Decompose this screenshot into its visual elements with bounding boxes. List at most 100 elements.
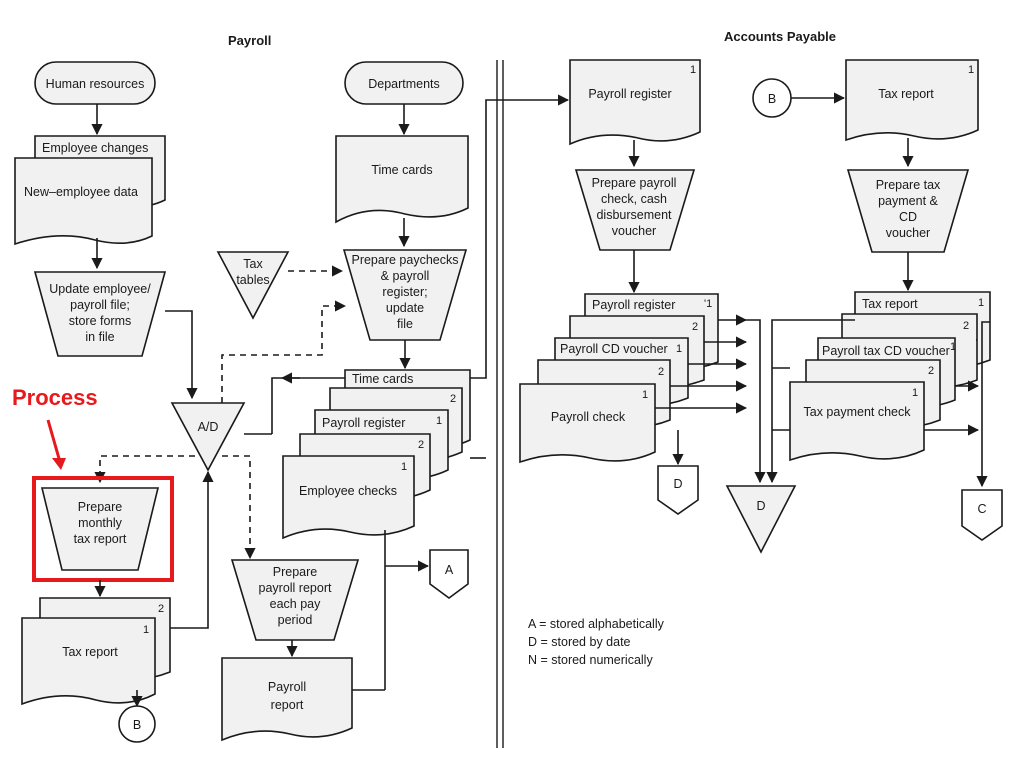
ap-tcd-num-2: 2 xyxy=(928,365,934,377)
ap-tr2-num-2: 2 xyxy=(963,320,969,332)
b-connector-left-label: B xyxy=(133,718,141,732)
ppr-label-3: each pay xyxy=(270,597,321,611)
ap-tr2-num-1: 1 xyxy=(978,297,984,309)
prepare-payroll-report-process xyxy=(230,559,360,641)
emp-checks-num-1: 1 xyxy=(401,461,407,473)
ap-tax-cd-voucher-label: Payroll tax CD voucher xyxy=(822,344,950,358)
ap-tax-payment-check-document xyxy=(789,381,925,462)
d-big-label: D xyxy=(756,499,765,513)
tax-report-left-num-2: 2 xyxy=(158,603,164,615)
tax-tables-file xyxy=(216,251,290,320)
ap-cd-num-1: 1 xyxy=(676,343,682,355)
accounts-payable-heading: Accounts Payable xyxy=(724,29,836,44)
update-employee-label-4: in file xyxy=(85,330,114,344)
c-offpage-label: C xyxy=(977,502,986,516)
d-small-offpage-connector xyxy=(657,465,699,515)
b-connector-right-label: B xyxy=(768,92,776,106)
ap-cd-num-2: 2 xyxy=(658,366,664,378)
payroll-report-label-1: Payroll xyxy=(268,680,306,694)
ad-label: A/D xyxy=(198,420,219,434)
ap-payroll-check-document xyxy=(519,383,656,464)
ap-tax-num-1: 1 xyxy=(968,64,974,76)
employee-checks-label: Employee checks xyxy=(299,484,397,498)
ap-payroll-cd-voucher-label: Payroll CD voucher xyxy=(560,342,668,356)
ap-ptp-label-1: Prepare tax xyxy=(876,178,941,192)
ap-prepare-tax-payment-process xyxy=(846,169,970,253)
tax-tables-label-2: tables xyxy=(236,273,269,287)
tax-report-left-label: Tax report xyxy=(62,645,118,659)
ap-payroll-check-label: Payroll check xyxy=(551,410,626,424)
tax-report-left-document xyxy=(21,617,156,706)
ap-ptp-label-3: CD xyxy=(899,210,917,224)
legend-item-n: N = stored numerically xyxy=(528,653,653,667)
a-offpage-connector xyxy=(429,549,469,599)
ap-pr2-num-2: 2 xyxy=(692,321,698,333)
tc-out-num-2: 2 xyxy=(450,393,456,405)
ap-ptp-label-4: voucher xyxy=(886,226,930,240)
time-cards-output-label: Time cards xyxy=(352,372,413,386)
ap-ppc-label-3: disbursement xyxy=(596,208,672,222)
human-resources-terminal xyxy=(34,61,156,105)
ap-tcd-num-1: 1 xyxy=(950,341,956,353)
update-employee-label-1: Update employee/ xyxy=(49,282,151,296)
prepare-paychecks-label-5: file xyxy=(397,317,413,331)
prepare-monthly-label-3: tax report xyxy=(74,532,127,546)
pr-out-num-1: 1 xyxy=(436,415,442,427)
new-employee-data-label: New–employee data xyxy=(24,185,138,199)
prepare-paychecks-label-3: register; xyxy=(382,285,427,299)
ppr-label-1: Prepare xyxy=(273,565,318,579)
employee-changes-label: Employee changes xyxy=(42,141,148,155)
pr-out-num-2: 2 xyxy=(418,439,424,451)
legend-item-a: A = stored alphabetically xyxy=(528,617,665,631)
new-employee-data-document xyxy=(14,157,153,246)
ap-tax-report-label: Tax report xyxy=(878,87,934,101)
update-employee-label-3: store forms xyxy=(69,314,132,328)
prepare-monthly-tax-report-process xyxy=(40,487,160,571)
ap-prepare-payroll-check-process xyxy=(574,169,696,251)
ap-pr2-num: '1 xyxy=(704,298,712,310)
payroll-heading: Payroll xyxy=(228,33,271,48)
ap-ptp-label-2: payment & xyxy=(878,194,938,208)
ppr-label-4: period xyxy=(278,613,313,627)
d-file-triangle xyxy=(725,485,797,554)
departments-label: Departments xyxy=(368,77,440,91)
employee-checks-document xyxy=(282,455,415,540)
prepare-paychecks-label-2: & payroll xyxy=(381,269,430,283)
update-employee-label-2: payroll file; xyxy=(70,298,130,312)
payroll-report-document xyxy=(221,657,353,742)
tax-tables-label-1: Tax xyxy=(243,257,263,271)
legend: A = stored alphabetically D = stored by … xyxy=(528,617,665,667)
ap-ppc-label-4: voucher xyxy=(612,224,656,238)
d-small-label: D xyxy=(673,477,682,491)
ap-ppc-label-1: Prepare payroll xyxy=(592,176,677,190)
process-highlight-box xyxy=(32,476,174,582)
ad-file xyxy=(170,402,246,472)
b-connector-left xyxy=(118,705,156,743)
human-resources-label: Human resources xyxy=(46,77,145,91)
tax-report-left-num-1: 1 xyxy=(143,624,149,636)
prepare-monthly-label-1: Prepare xyxy=(78,500,123,514)
ap-check-num-1: 1 xyxy=(642,389,648,401)
a-offpage-label: A xyxy=(445,563,454,577)
time-cards-label: Time cards xyxy=(371,163,432,177)
ap-pr2-label: Payroll register xyxy=(592,298,675,312)
prepare-monthly-label-2: monthly xyxy=(78,516,123,530)
process-callout-label: Process xyxy=(12,385,98,410)
c-offpage-connector xyxy=(961,489,1003,541)
ap-tax-report2-label: Tax report xyxy=(862,297,918,311)
ap-tax-payment-check-label: Tax payment check xyxy=(804,405,912,419)
ap-payroll-register-label: Payroll register xyxy=(588,87,671,101)
ppr-label-2: payroll report xyxy=(259,581,332,595)
prepare-paychecks-label-1: Prepare paychecks xyxy=(351,253,458,267)
ap-tax-report-document xyxy=(845,59,979,142)
payroll-report-label-2: report xyxy=(271,698,304,712)
prepare-paychecks-label-4: update xyxy=(386,301,424,315)
time-cards-document xyxy=(335,135,469,224)
prepare-paychecks-process xyxy=(342,249,468,341)
ap-payroll-register-document xyxy=(569,59,701,146)
legend-item-d: D = stored by date xyxy=(528,635,631,649)
payroll-register-output-label: Payroll register xyxy=(322,416,405,430)
ap-pr-num-1: 1 xyxy=(690,64,696,76)
ap-tpc-num-1: 1 xyxy=(912,387,918,399)
